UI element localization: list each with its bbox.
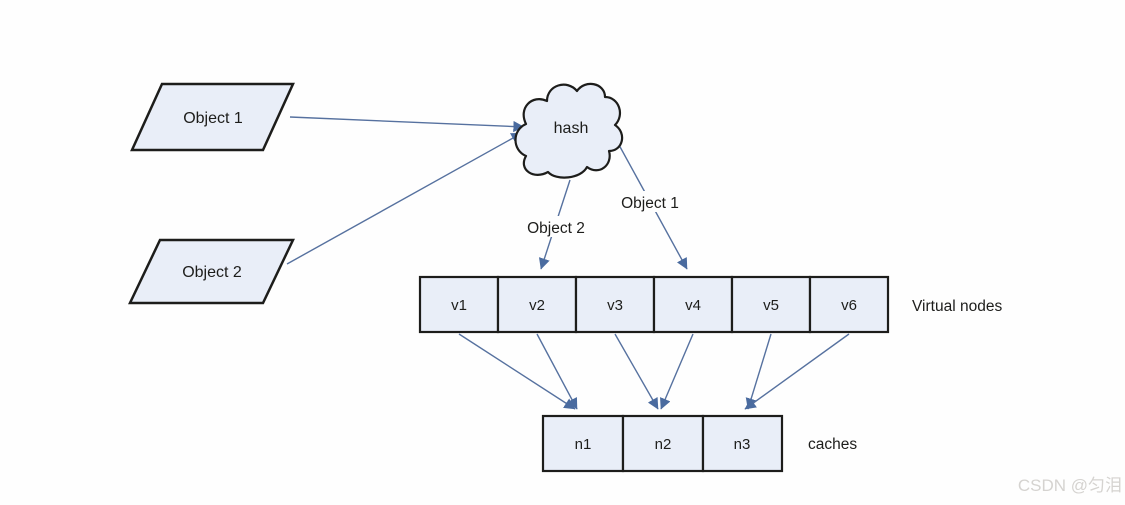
virtual-node-v5-label: v5 (763, 297, 779, 314)
caches-caption: caches (808, 436, 857, 453)
edge-label-object1: Object 1 (621, 195, 679, 212)
edge-object2-to-hash (286, 132, 523, 265)
virtual-node-v3: v3 (574, 275, 656, 334)
edge-v2-to-n1 (536, 333, 578, 410)
edges-objects-to-hash (286, 116, 525, 265)
virtual-node-v2-label: v2 (529, 297, 545, 314)
virtual-node-v5: v5 (730, 275, 812, 334)
edge-object1-to-hash (289, 116, 525, 133)
virtual-node-v1-label: v1 (451, 297, 467, 314)
hash-cloud-shape: hash (514, 82, 624, 179)
edge-label-object2-backing (518, 216, 595, 237)
virtual-node-v6-label: v6 (841, 297, 857, 314)
edge-label-object2: Object 2 (527, 220, 585, 237)
caches-row: n1 n2 n3 caches (541, 414, 857, 473)
edge-v3-to-n2 (614, 333, 659, 410)
virtual-node-v6: v6 (808, 275, 890, 334)
object-1-shape: Object 1 (130, 82, 295, 152)
virtual-node-v4-label: v4 (685, 297, 701, 314)
virtual-nodes-caption: Virtual nodes (912, 298, 1002, 315)
cache-node-n1-label: n1 (575, 436, 592, 453)
virtual-nodes-row: v1 v2 v3 v4 v5 v6 Virtual nodes (418, 275, 1002, 334)
cache-node-n2-label: n2 (655, 436, 672, 453)
edge-v5-to-n3 (745, 333, 772, 410)
virtual-node-v3-label: v3 (607, 297, 623, 314)
csdn-watermark: CSDN @匀泪 (1018, 476, 1122, 495)
edge-labels: Object 2 Object 1 (518, 191, 688, 237)
cache-node-n1: n1 (541, 414, 625, 473)
cache-node-n2: n2 (621, 414, 705, 473)
virtual-node-v1: v1 (418, 275, 500, 334)
object-2-label: Object 2 (182, 264, 242, 281)
object-1-label: Object 1 (183, 110, 243, 127)
edge-v1-to-n1 (458, 333, 576, 410)
object-2-shape: Object 2 (128, 238, 295, 305)
edges-virtual-nodes-to-caches (458, 333, 850, 410)
virtual-node-v4: v4 (652, 275, 734, 334)
edge-v4-to-n2 (660, 333, 694, 410)
cache-node-n3: n3 (701, 414, 784, 473)
cache-node-n3-label: n3 (734, 436, 751, 453)
virtual-node-v2: v2 (496, 275, 578, 334)
hash-label: hash (554, 120, 589, 137)
edge-v6-to-n3 (744, 333, 850, 410)
edge-label-object1-backing (614, 191, 688, 212)
